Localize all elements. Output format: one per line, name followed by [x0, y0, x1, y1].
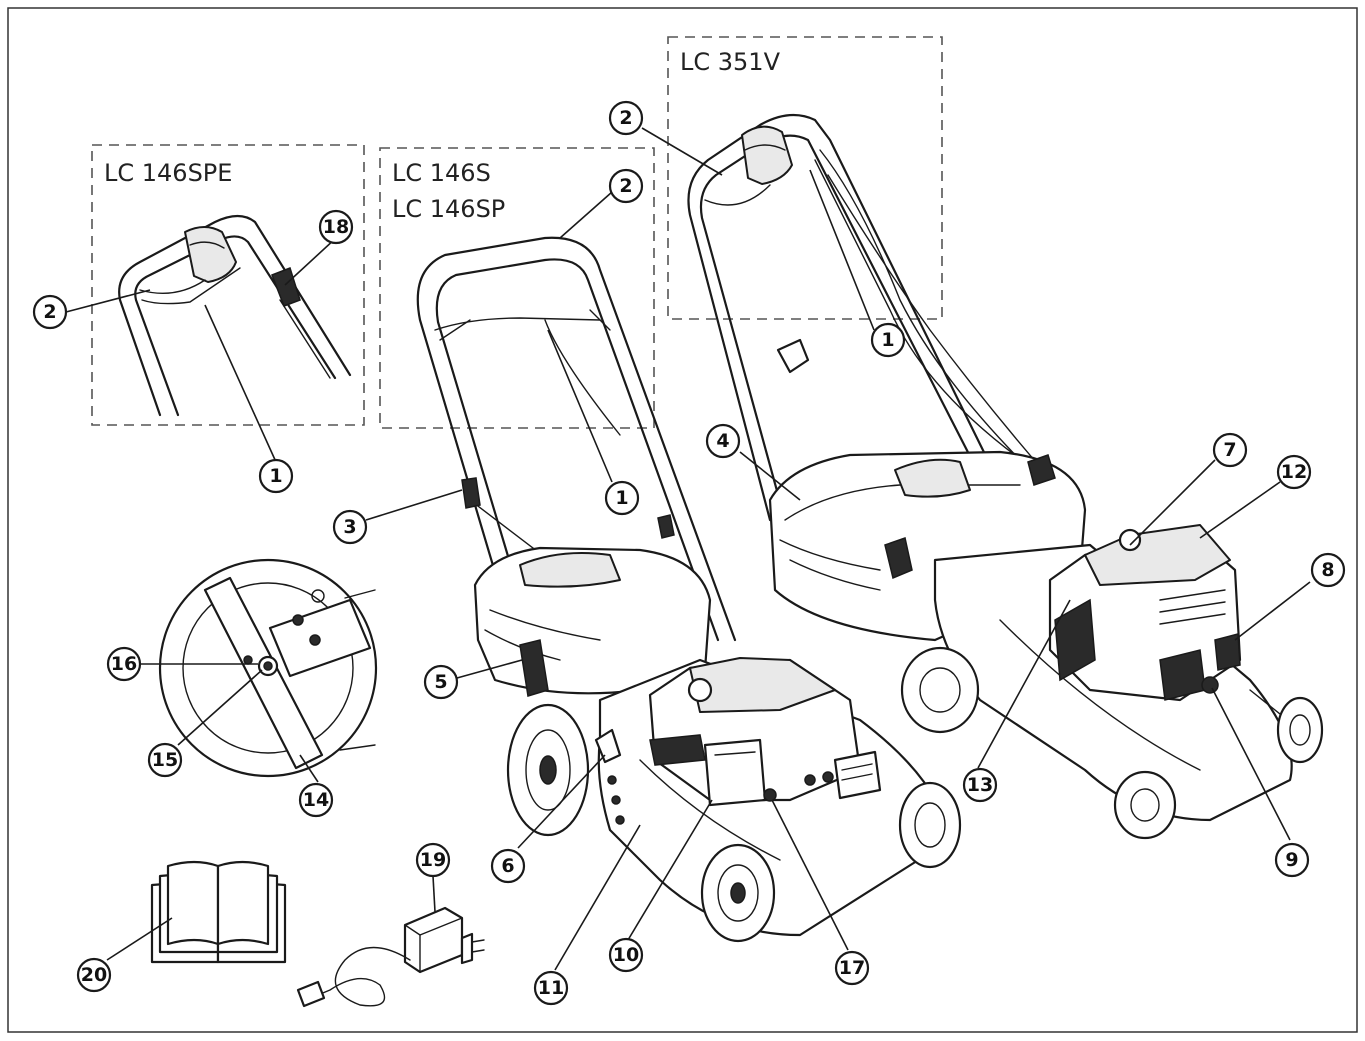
svg-text:2: 2 [43, 301, 56, 323]
callout-2-lc146s: 2 [608, 168, 644, 204]
wheel-front-right-lc146s [898, 781, 962, 869]
model-label-lc146sp: LC 146SP [392, 195, 505, 223]
callout-4: 4 [705, 423, 741, 459]
svg-text:17: 17 [839, 957, 865, 979]
callout-1-lc146spe: 1 [258, 458, 294, 494]
callout-6: 6 [490, 848, 526, 884]
svg-text:1: 1 [269, 465, 282, 487]
callout-2-lc146spe: 2 [32, 294, 68, 330]
svg-text:18: 18 [323, 216, 349, 238]
svg-text:6: 6 [501, 855, 514, 877]
manual-book-icon [150, 860, 287, 964]
callout-5: 5 [423, 664, 459, 700]
svg-text:10: 10 [613, 944, 639, 966]
box-lc146spe: LC 146SPE [91, 144, 365, 426]
callout-13: 13 [962, 767, 998, 803]
callout-14: 14 [298, 782, 334, 818]
svg-text:9: 9 [1285, 849, 1298, 871]
wheel-front-left-lc351v [1113, 770, 1177, 840]
callout-8: 8 [1310, 552, 1346, 588]
callout-1-lc146s: 1 [604, 480, 640, 516]
callout-3: 3 [332, 509, 368, 545]
svg-text:1: 1 [881, 329, 894, 351]
wheel-rear-lc146s [506, 703, 590, 837]
svg-text:13: 13 [967, 774, 993, 796]
svg-text:3: 3 [343, 516, 356, 538]
charger-icon [296, 906, 485, 1008]
model-label-lc351v: LC 351V [680, 48, 781, 76]
svg-text:15: 15 [152, 749, 178, 771]
svg-text:16: 16 [111, 653, 137, 675]
box-lc146s: LC 146S LC 146SP [379, 147, 655, 429]
svg-text:11: 11 [538, 977, 564, 999]
svg-text:19: 19 [420, 849, 446, 871]
callout-9: 9 [1274, 842, 1310, 878]
callout-7: 7 [1212, 432, 1248, 468]
leader-lines [65, 127, 1311, 971]
callout-19: 19 [415, 842, 451, 878]
blade-detail [158, 558, 378, 778]
svg-text:2: 2 [619, 107, 632, 129]
svg-text:2: 2 [619, 175, 632, 197]
callout-10: 10 [608, 937, 644, 973]
svg-text:5: 5 [434, 671, 447, 693]
svg-text:1: 1 [615, 487, 628, 509]
wheel-front-lc146s [700, 843, 776, 943]
callout-2-lc351v: 2 [608, 100, 644, 136]
model-label-lc146spe: LC 146SPE [104, 159, 232, 187]
handle-detail-lc146spe [118, 214, 352, 417]
callout-11: 11 [533, 970, 569, 1006]
frame [7, 7, 1358, 1033]
mower-lc146s [416, 236, 962, 943]
callout-16: 16 [106, 646, 142, 682]
callout-15: 15 [147, 742, 183, 778]
svg-text:4: 4 [716, 430, 729, 452]
model-label-lc146s: LC 146S [392, 159, 491, 187]
svg-text:20: 20 [81, 964, 107, 986]
box-lc351v: LC 351V [667, 36, 943, 320]
svg-text:12: 12 [1281, 461, 1307, 483]
callout-12: 12 [1276, 454, 1312, 490]
callout-18: 18 [318, 209, 354, 245]
svg-text:14: 14 [303, 789, 329, 811]
callout-1-lc351v: 1 [870, 322, 906, 358]
svg-text:8: 8 [1321, 559, 1334, 581]
svg-text:7: 7 [1223, 439, 1236, 461]
wheel-front-right-lc351v [1276, 696, 1324, 764]
callout-20: 20 [76, 957, 112, 993]
wheel-rear-lc351v [900, 646, 980, 734]
callout-17: 17 [834, 950, 870, 986]
mower-lc351v [687, 113, 1324, 840]
